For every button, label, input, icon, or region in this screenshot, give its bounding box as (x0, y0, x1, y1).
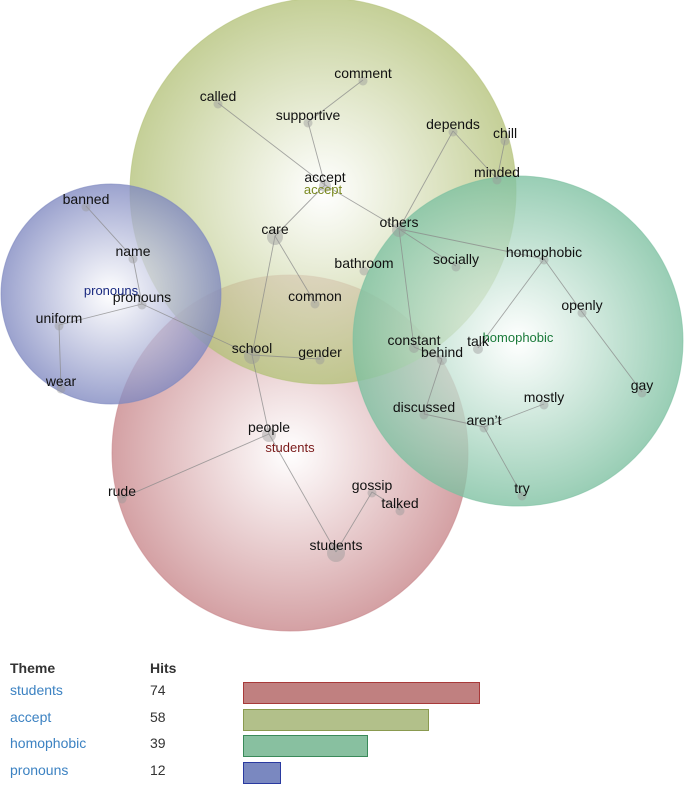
concept-label-banned[interactable]: banned (63, 191, 110, 207)
theme-link-students[interactable]: students (10, 682, 63, 698)
theme-row-pronouns[interactable]: pronouns 12 (10, 762, 670, 788)
concept-label-supportive[interactable]: supportive (276, 107, 341, 123)
concept-label-people[interactable]: people (248, 419, 290, 435)
theme-link-accept[interactable]: accept (10, 709, 51, 725)
theme-row-students[interactable]: students 74 (10, 682, 670, 709)
concept-label-others[interactable]: others (380, 214, 419, 230)
concept-label-gossip[interactable]: gossip (352, 477, 393, 493)
concept-label-openly[interactable]: openly (561, 297, 602, 313)
theme-label-homophobic: homophobic (483, 330, 554, 345)
concept-label-talk[interactable]: talk (467, 333, 490, 349)
theme-label-students: students (265, 440, 315, 455)
theme-link-homophobic[interactable]: homophobic (10, 735, 86, 751)
concept-label-homophobic[interactable]: homophobic (506, 244, 582, 260)
concept-label-students[interactable]: students (310, 537, 363, 553)
theme-column-header: Theme (10, 660, 55, 676)
theme-hits-pronouns: 12 (150, 762, 166, 778)
concept-label-arent[interactable]: aren’t (466, 412, 501, 428)
theme-bar-pronouns (243, 762, 281, 784)
concept-label-gay[interactable]: gay (631, 377, 654, 393)
concept-label-uniform[interactable]: uniform (36, 310, 83, 326)
concept-label-mostly[interactable]: mostly (524, 389, 564, 405)
theme-hits-homophobic: 39 (150, 735, 166, 751)
concept-label-called[interactable]: called (200, 88, 237, 104)
theme-hits-students: 74 (150, 682, 166, 698)
concept-label-socially[interactable]: socially (433, 251, 479, 267)
concept-label-talked[interactable]: talked (381, 495, 418, 511)
concept-label-chill[interactable]: chill (493, 125, 517, 141)
concept-label-name[interactable]: name (115, 243, 150, 259)
theme-table-header: Theme Hits (10, 660, 670, 682)
theme-table: Theme Hits students 74 accept 58 homopho… (10, 660, 670, 788)
theme-row-homophobic[interactable]: homophobic 39 (10, 735, 670, 762)
concept-label-bathroom[interactable]: bathroom (334, 255, 393, 271)
concept-label-care[interactable]: care (261, 221, 288, 237)
concept-label-discussed[interactable]: discussed (393, 399, 455, 415)
concept-label-gender[interactable]: gender (298, 344, 342, 360)
concept-label-minded[interactable]: minded (474, 164, 520, 180)
concept-label-rude[interactable]: rude (108, 483, 136, 499)
concept-label-wear[interactable]: wear (45, 373, 77, 389)
concept-label-school[interactable]: school (232, 340, 272, 356)
concept-label-common[interactable]: common (288, 288, 342, 304)
theme-bar-accept (243, 709, 429, 731)
concept-label-pronouns[interactable]: pronouns (113, 289, 171, 305)
theme-link-pronouns[interactable]: pronouns (10, 762, 68, 778)
theme-bar-homophobic (243, 735, 368, 757)
theme-row-accept[interactable]: accept 58 (10, 709, 670, 736)
concept-label-accept[interactable]: accept (304, 169, 345, 185)
theme-hits-accept: 58 (150, 709, 166, 725)
hits-column-header: Hits (150, 660, 176, 676)
concept-label-depends[interactable]: depends (426, 116, 480, 132)
concept-label-comment[interactable]: comment (334, 65, 392, 81)
theme-bar-students (243, 682, 480, 704)
concept-map: students accept homophobic pronouns comment… (0, 0, 685, 640)
concept-label-try[interactable]: try (514, 480, 530, 496)
concept-label-behind[interactable]: behind (421, 344, 463, 360)
